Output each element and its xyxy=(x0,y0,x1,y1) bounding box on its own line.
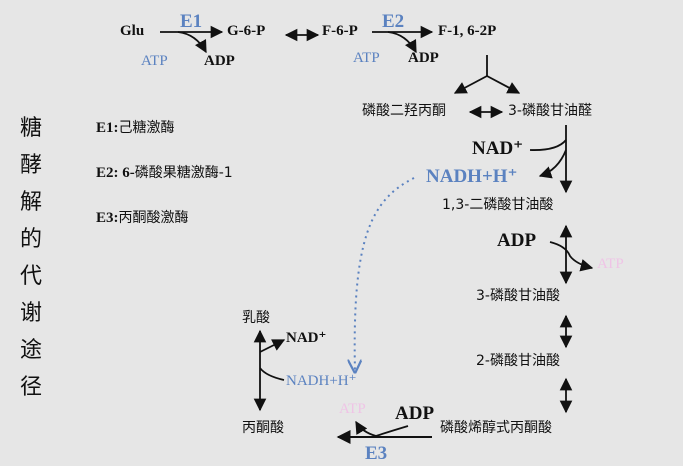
node-f6p: F-6-P xyxy=(322,23,358,39)
node-3pg: 3-磷酸甘油酸 xyxy=(476,288,560,304)
arrow-from-nadh xyxy=(259,367,285,381)
title-char: 途 xyxy=(19,338,42,363)
title-char: 的 xyxy=(19,227,42,252)
cofactor-adp-3: ADP xyxy=(497,230,537,251)
cofactor-nadh-2: NADH+H⁺ xyxy=(286,373,357,389)
title-char: 径 xyxy=(19,375,42,400)
arrow-e1-adp xyxy=(177,31,207,54)
legend-e1: E1:己糖激酶 xyxy=(96,121,175,136)
cofactor-nad-1: NAD⁺ xyxy=(472,138,524,159)
enzyme-e3: E3 xyxy=(365,443,388,464)
cofactor-atp-1: ATP xyxy=(141,53,168,69)
enzyme-e2: E2 xyxy=(382,11,405,32)
split-right-arrow xyxy=(486,75,521,94)
legend-e1-label: E1: xyxy=(96,120,119,136)
cofactor-nadh-1: NADH+H⁺ xyxy=(426,166,518,187)
title-char: 酵 xyxy=(19,153,42,178)
node-lactate: 乳酸 xyxy=(242,310,270,326)
cofactor-nad-2: NAD⁺ xyxy=(286,330,327,346)
node-2pg: 2-磷酸甘油酸 xyxy=(476,353,560,369)
node-bpg: 1,3-二磷酸甘油酸 xyxy=(442,197,554,213)
legend-e2-name: 磷酸果糖激酶-1 xyxy=(134,165,233,181)
title-char: 解 xyxy=(19,190,42,215)
legend-e3-label: E3: xyxy=(96,210,119,226)
node-pep: 磷酸烯醇式丙酮酸 xyxy=(440,420,552,436)
enzyme-e1: E1 xyxy=(180,11,203,32)
arrow-adp-atp-1 xyxy=(549,241,594,272)
title-char: 谢 xyxy=(19,301,42,326)
cofactor-atp-3: ATP xyxy=(597,256,624,272)
legend-e2: E2: 6-磷酸果糖激酶-1 xyxy=(96,166,233,181)
arrow-to-nad xyxy=(259,339,286,353)
cofactor-adp-2: ADP xyxy=(408,50,439,66)
node-f16p: F-1, 6-2P xyxy=(438,23,497,39)
cofactor-atp-2: ATP xyxy=(353,50,380,66)
node-pyruvate: 丙酮酸 xyxy=(242,420,284,436)
node-g6p: G-6-P xyxy=(227,23,266,39)
legend-e2-label: E2: 6- xyxy=(96,165,135,181)
nadh-transfer-dotted xyxy=(355,177,415,372)
node-g3p: 3-磷酸甘油醛 xyxy=(508,103,592,119)
arrow-adp-atp-2 xyxy=(355,420,409,437)
cofactor-atp-4: ATP xyxy=(339,401,366,417)
title-char: 代 xyxy=(19,264,42,289)
node-dhap: 磷酸二羟丙酮 xyxy=(362,103,446,119)
title-char: 糖 xyxy=(19,116,42,141)
title-vertical: 糖 酵 解 的 代 谢 途 径 xyxy=(18,116,44,401)
legend-e3-name: 丙酮酸激酶 xyxy=(118,210,189,226)
cofactor-adp-1: ADP xyxy=(204,53,235,69)
arrow-nad-nadh xyxy=(530,139,567,176)
legend-e3: E3:丙酮酸激酶 xyxy=(96,211,189,226)
legend-e1-name: 己糖激酶 xyxy=(118,120,175,136)
cofactor-adp-4: ADP xyxy=(395,403,435,424)
split-left-arrow xyxy=(453,75,488,94)
arrow-e2-adp xyxy=(387,31,417,54)
node-glu: Glu xyxy=(120,23,145,39)
